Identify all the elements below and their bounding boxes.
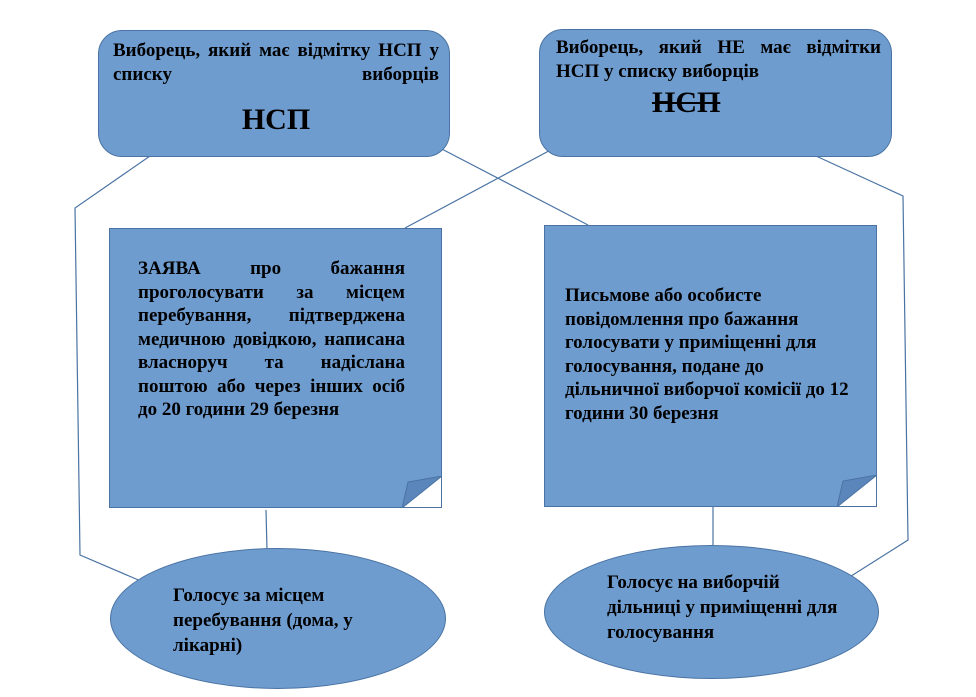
voter-with-nsp-abbr: НСП [241,103,311,136]
connector-topright-to-midleft [404,145,559,229]
voter-without-nsp-text: Виборець, який НЕ має відмітки НСП у спи… [556,37,881,82]
vote-at-location-text: Голосує за місцем перебування (дома, у л… [173,585,353,656]
application-note-fold [402,476,442,508]
voter-without-nsp-box: Виборець, який НЕ має відмітки НСП у спи… [539,29,892,157]
voter-without-nsp-abbr: НСП [652,86,721,119]
vote-at-station-ellipse: Голосує на виборчій дільниці у приміщенн… [544,545,879,679]
connector-topright-to-bottomright [815,155,909,579]
voter-with-nsp-box: Виборець, який має відмітку НСП у списку… [98,30,450,157]
connector-midleft-to-bottomleft [265,509,268,551]
vote-at-station-text: Голосує на виборчій дільниці у приміщенн… [607,572,838,643]
notification-text: Письмове або особисте повідомлення про б… [565,285,849,424]
application-note: ЗАЯВА про бажання проголосувати за місце… [109,228,442,508]
notification-note: Письмове або особисте повідомлення про б… [544,225,877,507]
notification-note-fold [837,475,877,507]
application-text: ЗАЯВА про бажання проголосувати за місце… [138,258,405,420]
connector-topleft-to-midright [435,145,589,226]
vote-at-location-ellipse: Голосує за місцем перебування (дома, у л… [110,548,446,689]
voter-with-nsp-text: Виборець, який має відмітку НСП у списку… [113,40,439,85]
connector-topleft-to-bottomleft [74,155,151,586]
